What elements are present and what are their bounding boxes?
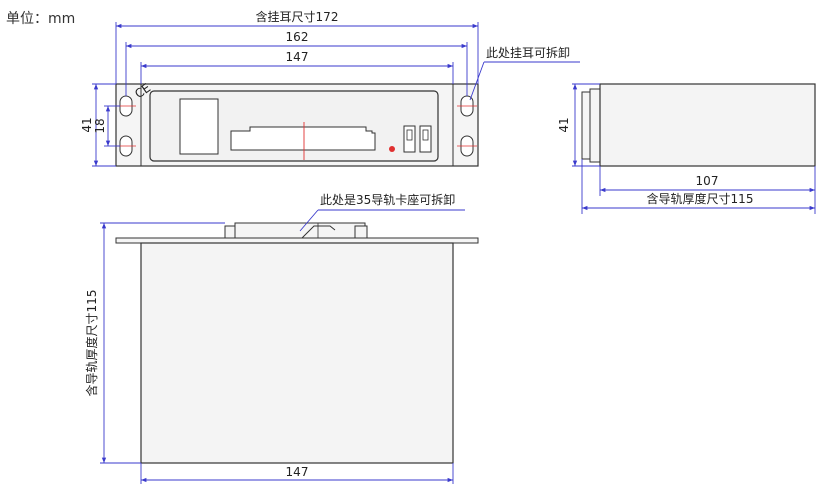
front-view: CE 含挂耳尺寸172 162 147 41 [80, 9, 580, 167]
side-rail-mount [581, 91, 591, 160]
display-window [179, 98, 219, 155]
dim-text-147-top: 147 [286, 465, 309, 479]
dim-text-41-side: 41 [557, 117, 571, 132]
note-ears-removable: 此处挂耳可拆卸 [486, 45, 570, 60]
dim-text-107: 107 [696, 174, 719, 188]
note-rail-removable: 此处是35导轨卡座可拆卸 [320, 192, 455, 207]
dim-text-147-front: 147 [286, 50, 309, 64]
side-view: 41 107 含导轨厚度尺寸115 [557, 83, 816, 214]
dim-text-41-front: 41 [80, 117, 94, 132]
card-slot [230, 126, 376, 151]
top-view: 此处是35导轨卡座可拆卸 含导轨厚度尺寸115 147 [84, 192, 479, 484]
top-body [140, 242, 454, 464]
dim-text-115-side: 含导轨厚度尺寸115 [647, 191, 754, 206]
indicator-led [389, 146, 395, 152]
dim-text-18: 18 [93, 118, 107, 133]
dim-text-162: 162 [286, 30, 309, 44]
dim-text-172: 含挂耳尺寸172 [256, 9, 339, 24]
unit-label: 单位：mm [6, 11, 76, 27]
right-ear-holes [457, 95, 477, 157]
top-front-plate [115, 237, 479, 244]
side-body [599, 83, 816, 167]
dim-text-115-top: 含导轨厚度尺寸115 [84, 290, 99, 397]
side-front-panel [589, 88, 601, 163]
rail-clip [224, 222, 368, 239]
